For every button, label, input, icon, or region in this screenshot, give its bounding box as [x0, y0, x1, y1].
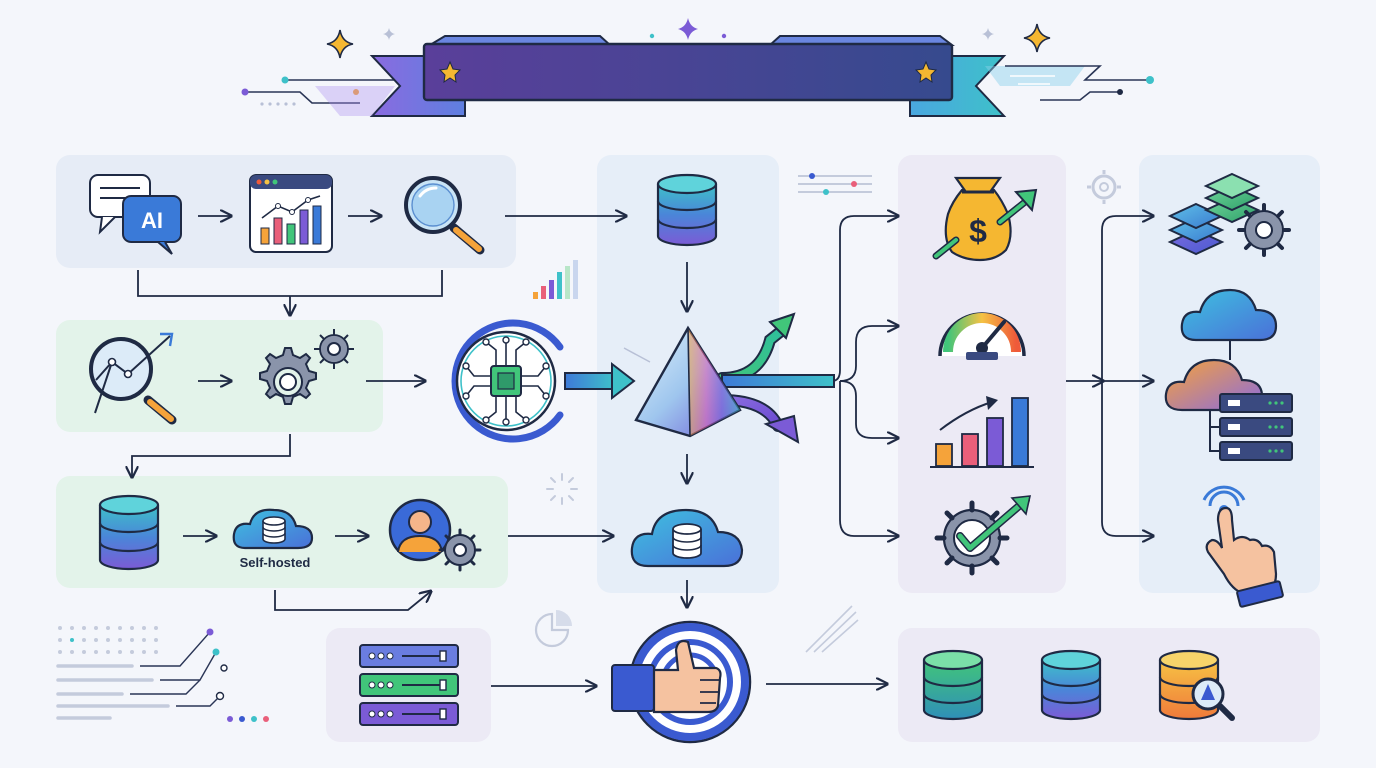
- dollar-sign-glyph: $: [969, 213, 987, 249]
- analytics-dashboard-icon: [249, 174, 333, 253]
- panel-outcomes-column: [898, 155, 1066, 593]
- server-rack-icon: [359, 644, 459, 726]
- connectors: [132, 216, 1152, 686]
- prism-icon: [623, 312, 835, 444]
- banner-body: [422, 42, 954, 102]
- circuit-lines-bottom-left: [56, 664, 170, 720]
- sparkle-icon: [326, 29, 354, 59]
- dot-row-left: [260, 102, 296, 106]
- title-banner: [241, 18, 1154, 117]
- database-icon: [656, 173, 718, 247]
- mini-bar-chart-icon: [533, 260, 578, 299]
- ai-chat-icon: AI: [89, 174, 182, 255]
- circuit-traces-right: [1005, 65, 1154, 101]
- spinner-icon: [546, 473, 578, 505]
- bar-chart-growth-icon: [930, 396, 1034, 468]
- thumbs-up-target-icon: [611, 620, 752, 744]
- pie-outline-icon: [534, 610, 572, 648]
- fan-connector: [1101, 216, 1152, 381]
- user-settings-icon: [388, 498, 482, 572]
- mini-legend-lines: [798, 173, 872, 195]
- self-hosted-label: Self-hosted: [240, 555, 311, 570]
- fan-connector: [1101, 381, 1152, 536]
- gears-icon: [259, 329, 354, 405]
- money-bag-growth-icon: $: [932, 176, 1038, 262]
- self-hosted-cloud-database-icon: Self-hosted: [232, 508, 314, 570]
- cloud-database-icon: [630, 508, 744, 568]
- fan-connector: [839, 380, 897, 536]
- gauge-icon: [938, 312, 1026, 360]
- branch-connector: [132, 434, 291, 476]
- fan-connector: [831, 216, 897, 382]
- settings-gear-faint-icon: [1087, 170, 1121, 204]
- sparkle-icon: [1023, 23, 1051, 53]
- cloud-server-icon: [1164, 288, 1293, 461]
- sparkle-icon: [383, 28, 395, 40]
- dot-grid-bottom-left: [58, 626, 158, 654]
- trend-search-icon: [89, 332, 177, 425]
- circuit-traces-left: [241, 76, 395, 104]
- gear-check-icon: [934, 495, 1032, 576]
- ai-chat-badge-text: AI: [141, 208, 163, 233]
- diagonal-lines: [805, 605, 859, 653]
- sparkle-icon: [982, 28, 994, 40]
- dot-row-bottom-left: [227, 716, 269, 722]
- database-icon: [1040, 649, 1102, 721]
- neural-chip-icon: [451, 319, 564, 443]
- flow-arrow: [564, 361, 636, 401]
- sparkle-icon: [678, 18, 698, 40]
- decorations: [56, 170, 1121, 722]
- star-right-icon: [914, 60, 938, 84]
- tap-hand-icon: [1202, 485, 1284, 608]
- return-connector: [274, 590, 430, 611]
- star-left-icon: [438, 60, 462, 84]
- merge-connector: [137, 270, 443, 314]
- database-icon: [922, 649, 984, 721]
- fan-connector: [839, 326, 897, 382]
- circuit-traces-bottom-left: [130, 628, 228, 707]
- fan-connector: [839, 380, 897, 438]
- database-search-icon: [1158, 649, 1235, 721]
- layers-gear-icon: [1167, 172, 1291, 257]
- database-icon: [98, 494, 160, 571]
- magnifier-icon: [404, 176, 485, 255]
- server-rack-icon: [1209, 393, 1293, 461]
